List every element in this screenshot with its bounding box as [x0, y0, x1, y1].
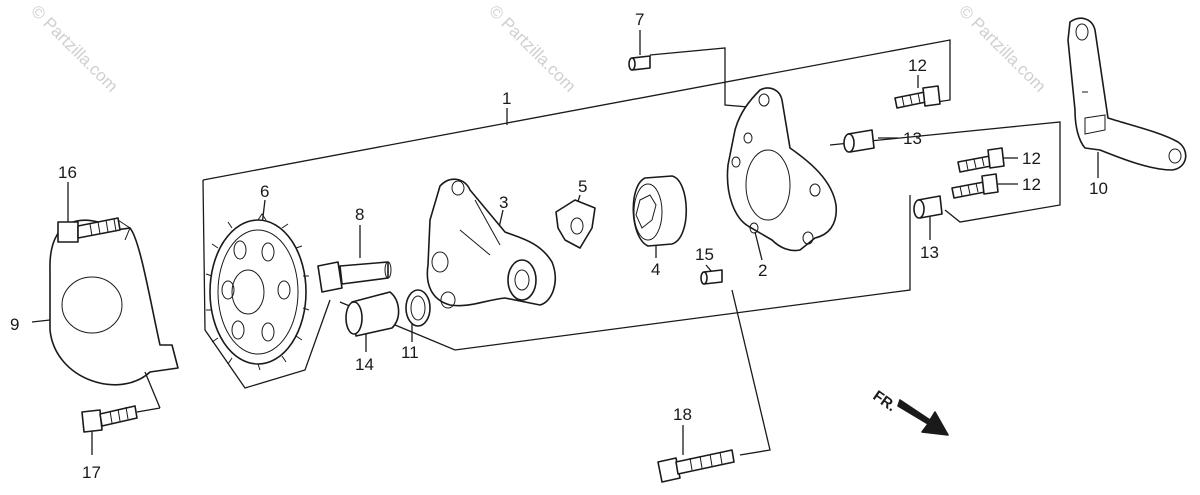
part-9-cover-plate[interactable]	[49, 219, 179, 386]
callout-12-lower: 12	[1022, 175, 1041, 194]
part-14-collar[interactable]	[345, 291, 400, 337]
part-13-dowel-upper[interactable]	[843, 129, 875, 153]
callout-2: 2	[758, 261, 767, 280]
watermark-right: © Partzilla.com	[955, 1, 1049, 95]
front-direction-indicator: FR.	[870, 387, 949, 436]
part-3-pump-body[interactable]	[426, 178, 556, 309]
part-12-bolt-lower[interactable]	[951, 173, 999, 199]
part-6-gear[interactable]	[205, 213, 310, 371]
watermark-left: © Partzilla.com	[27, 1, 121, 95]
part-15-dowel-pin[interactable]	[700, 269, 723, 285]
callout-1: 1	[502, 89, 511, 108]
part-5-inner-rotor[interactable]	[555, 199, 596, 249]
watermark-center: © Partzilla.com	[485, 1, 579, 95]
callout-16: 16	[58, 163, 77, 182]
part-4-outer-rotor[interactable]	[632, 175, 688, 247]
callout-8: 8	[355, 205, 364, 224]
callout-6: 6	[260, 182, 269, 201]
part-17-bolt[interactable]	[81, 405, 138, 433]
callout-17: 17	[82, 463, 101, 482]
callout-13-upper: 13	[903, 129, 922, 148]
callout-7: 7	[635, 10, 644, 29]
callout-13-lower: 13	[920, 243, 939, 262]
callout-12-middle: 12	[1022, 149, 1041, 168]
part-8-bolt[interactable]	[317, 261, 392, 293]
part-16-bolt[interactable]	[57, 217, 121, 243]
front-direction-label: FR.	[870, 387, 900, 415]
callout-15: 15	[695, 245, 714, 264]
callout-4: 4	[651, 260, 660, 279]
callout-14: 14	[355, 355, 374, 374]
part-13-dowel-lower[interactable]	[913, 195, 943, 219]
part-7-dowel-pin[interactable]	[628, 55, 651, 71]
part-11-o-ring[interactable]	[405, 289, 431, 327]
part-10-plate[interactable]	[1067, 17, 1187, 171]
callout-numbers: 1 2 3 4 5 6 7 8 9 10 11 12 12 12 13 13 1…	[10, 10, 1108, 482]
callout-18: 18	[673, 405, 692, 424]
callout-10: 10	[1089, 179, 1108, 198]
part-12-bolt-middle[interactable]	[957, 147, 1005, 173]
callout-3: 3	[499, 193, 508, 212]
callout-9: 9	[10, 315, 19, 334]
part-12-bolt-top[interactable]	[894, 85, 941, 109]
part-2-pump-cover[interactable]	[726, 87, 838, 252]
callout-11: 11	[401, 343, 419, 362]
callout-12-top: 12	[908, 56, 927, 75]
part-18-bolt[interactable]	[657, 449, 735, 483]
callout-5: 5	[578, 177, 587, 196]
